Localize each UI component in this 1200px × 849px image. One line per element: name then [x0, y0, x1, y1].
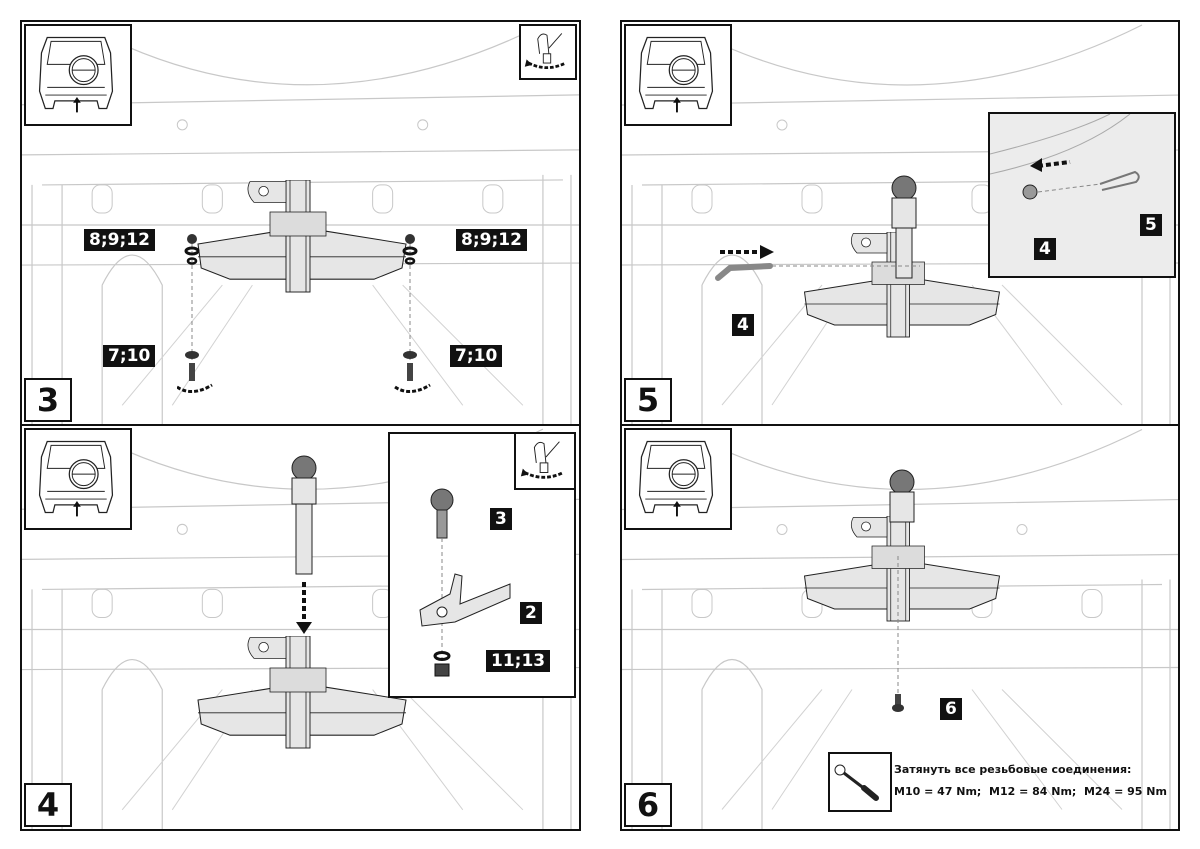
torque-instructions: Затянуть все резьбовые соединения: M10 =… — [894, 759, 1167, 803]
part-label-washer-nut: 11;13 — [486, 650, 551, 672]
clip-detail-drawing — [990, 114, 1140, 200]
step-6-panel: 6 Затянуть все резьбовые соединения: M10… — [620, 424, 1180, 831]
part-label-nut-washers-right: 8;9;12 — [456, 229, 527, 251]
vehicle-rear-view-icon — [624, 428, 732, 530]
part-label-pin: 4 — [732, 314, 754, 336]
part-label-clip: 5 — [1140, 214, 1162, 236]
vehicle-rear-view-icon — [24, 428, 132, 530]
part-label-pin-detail: 4 — [1034, 238, 1056, 260]
step-number: 6 — [624, 783, 672, 827]
step-number: 4 — [24, 783, 72, 827]
step-number: 5 — [624, 378, 672, 422]
part-label-bolt-washer-left: 7;10 — [103, 345, 156, 367]
part-label-nut-washers-left: 8;9;12 — [84, 229, 155, 251]
part-label-ball: 3 — [490, 508, 512, 530]
hand-tighten-icon — [514, 434, 574, 490]
torque-wrench-icon — [828, 752, 892, 812]
torque-instructions-heading: Затянуть все резьбовые соединения: — [894, 763, 1132, 776]
hand-tighten-icon — [519, 24, 577, 80]
part-label-bolt-washer-right: 7;10 — [450, 345, 503, 367]
part-label-ball-mount: 2 — [520, 602, 542, 624]
pin-insertion-drawing — [715, 245, 920, 281]
vehicle-rear-view-icon — [24, 24, 132, 126]
ball-mount-and-bolt-drawing — [889, 469, 915, 712]
step-number: 3 — [24, 378, 72, 422]
ball-and-hitch-parts-drawing — [419, 488, 511, 677]
vehicle-rear-view-icon — [624, 24, 732, 126]
detail-inset: 4 5 — [988, 112, 1176, 278]
step-4-panel: 3 2 11;13 4 — [20, 424, 581, 831]
step-5-panel: 4 4 5 5 — [620, 20, 1180, 426]
detail-inset: 3 2 11;13 — [388, 432, 576, 698]
torque-values: M10 = 47 Nm; M12 = 84 Nm; M24 = 95 Nm — [894, 785, 1167, 798]
part-label-bolt: 6 — [940, 698, 962, 720]
fastener-drawing — [177, 234, 431, 393]
ball-mount-drawing — [291, 455, 317, 634]
step-3-panel: 8;9;12 8;9;12 7;10 7;10 3 — [20, 20, 581, 426]
